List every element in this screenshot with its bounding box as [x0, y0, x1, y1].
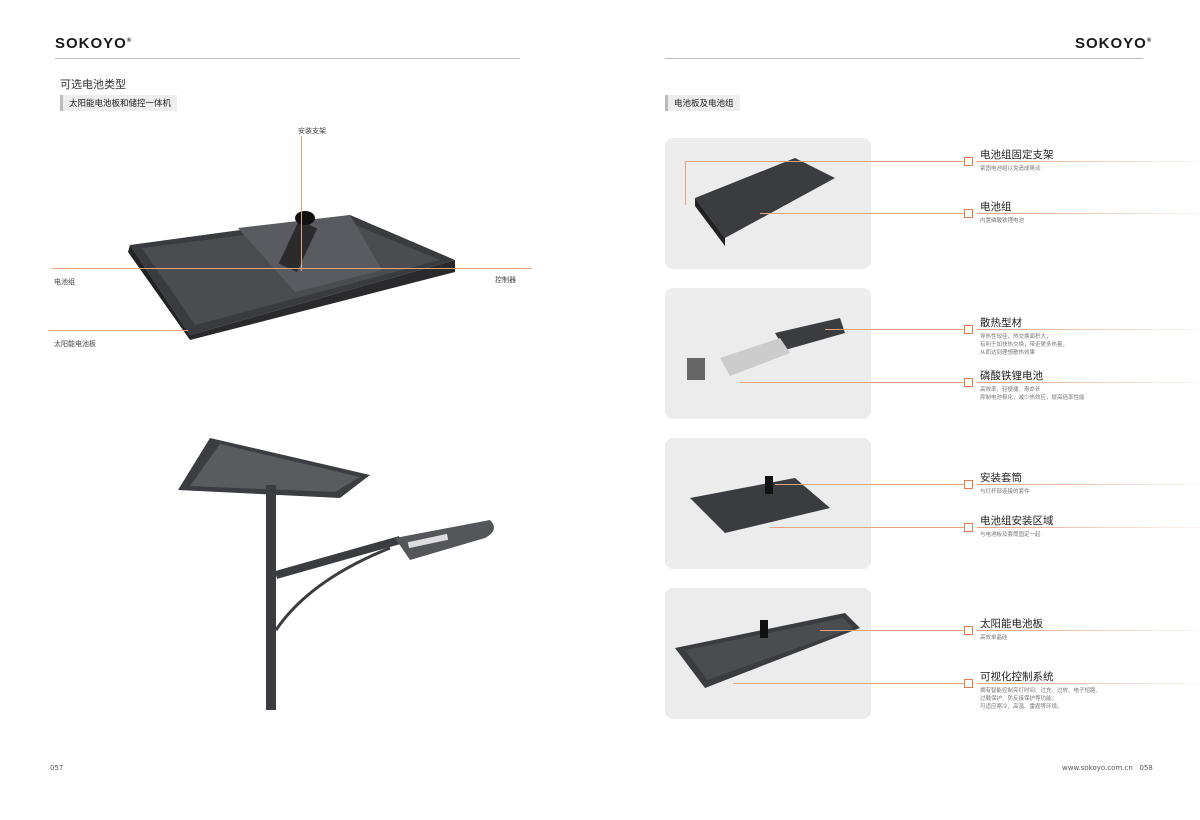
- callout-desc-line: 导热性较佳，热交换面积大，: [980, 334, 1052, 340]
- callout-rule: [977, 527, 1200, 528]
- callout-rule: [977, 484, 1200, 485]
- header-rule-right: [665, 58, 1143, 59]
- label-battery: 电池组: [54, 278, 75, 286]
- logo-text: SOKOYO: [55, 35, 127, 52]
- callout-leader: [775, 484, 968, 485]
- callout-desc-line: 过载保护、防反接保护等功能，: [980, 696, 1058, 702]
- leader-panel: [48, 330, 188, 331]
- callout-desc-line: 可适应寒冷、高温、雷霆等环境。: [980, 704, 1063, 710]
- section-title: 可选电池类型: [60, 78, 126, 91]
- callout-desc-line: 从而达到理想散热效果: [980, 350, 1036, 356]
- callout-rule: [977, 213, 1200, 214]
- callout-desc: 紧固电池组以免造成晃动: [980, 165, 1041, 173]
- page-number-right: 058: [1139, 764, 1153, 772]
- callout-desc-line: 高效率、轻便捷、寿命长: [980, 387, 1041, 393]
- callout-title: 散热型材: [980, 317, 1022, 329]
- brand-logo-right: SOKOYO®: [1075, 35, 1153, 52]
- callout-desc-line: 拥有智能控制亮灯时间、过充、过放、电子短路、: [980, 688, 1102, 694]
- callout-marker: [964, 378, 973, 387]
- callout-desc-line: 有利于加快热交换，带走更多热量，: [980, 342, 1069, 348]
- callout-marker: [964, 325, 973, 334]
- leader-battery: [52, 268, 532, 269]
- callout-rule: [977, 161, 1200, 162]
- callout-marker: [964, 626, 973, 635]
- integrated-unit-image: [128, 211, 455, 340]
- street-light-image: [178, 438, 494, 710]
- callout-title: 磷酸铁锂电池: [980, 370, 1043, 382]
- label-panel: 太阳能电池板: [54, 340, 96, 348]
- callout-title: 电池组固定支架: [980, 149, 1054, 161]
- callout-leader: [825, 329, 968, 330]
- callout-marker: [964, 157, 973, 166]
- callout-desc: 导热性较佳，热交换面积大， 有利于加快热交换，带走更多热量， 从而达到理想散热效果: [980, 333, 1068, 357]
- callout-desc: 内置磷酸铁锂电池: [980, 217, 1024, 225]
- card-battery-pack: [665, 138, 871, 269]
- callout-desc: 与灯杆部连接的套件: [980, 488, 1030, 496]
- callout-desc: 高效率、轻便捷、寿命长抑制电池极化，减少热效应，提高倍率性能: [980, 386, 1085, 402]
- callout-leader: [733, 683, 968, 684]
- callout-desc-line: 与电池板及套筒固定一起: [980, 532, 1041, 538]
- callout-marker: [964, 523, 973, 532]
- callout-title: 可视化控制系统: [980, 671, 1054, 683]
- section-tag-right: 电池板及电池组: [665, 95, 740, 111]
- leader-bracket: [301, 136, 302, 271]
- callout-leader: [685, 161, 968, 162]
- callout-rule: [977, 329, 1200, 330]
- callout-desc: 拥有智能控制亮灯时间、过充、过放、电子短路、过载保护、防反接保护等功能， 可适应寒…: [980, 687, 1101, 711]
- logo-text: SOKOYO: [1075, 35, 1147, 52]
- page-number-left: 057: [50, 764, 64, 772]
- callout-marker: [964, 480, 973, 489]
- callout-rule: [977, 630, 1200, 631]
- callout-desc: 高效单晶硅: [980, 634, 1008, 642]
- callout-title: 安装套筒: [980, 472, 1022, 484]
- callout-desc-line: 与灯杆部连接的套件: [980, 489, 1030, 495]
- callout-title: 电池组: [980, 201, 1012, 213]
- callout-desc-line: 高效单晶硅: [980, 635, 1008, 641]
- callout-desc-line: 内置磷酸铁锂电池: [980, 218, 1025, 224]
- callout-desc-line: 抑制电池极化，减少热效应，提高倍率性能: [980, 395, 1085, 401]
- card-solar-panel: [665, 588, 871, 719]
- header-rule: [55, 58, 520, 59]
- callout-leader: [820, 630, 968, 631]
- callout-leader: [740, 382, 968, 383]
- card-exploded-battery: [665, 288, 871, 419]
- callout-rule: [977, 382, 1200, 383]
- callout-title: 太阳能电池板: [980, 618, 1043, 630]
- callout-desc: 与电池板及套筒固定一起: [980, 531, 1041, 539]
- section-tag: 太阳能电池板和储控一体机: [60, 95, 178, 111]
- label-bracket: 安装支架: [298, 127, 326, 135]
- website[interactable]: www.sokoyo.com.cn: [1062, 764, 1133, 772]
- callout-rule: [977, 683, 1200, 684]
- callout-title: 电池组安装区域: [980, 515, 1054, 527]
- callout-leader: [770, 527, 968, 528]
- card-tray-unit: [665, 438, 871, 569]
- brand-logo-left: SOKOYO®: [55, 35, 133, 52]
- callout-leader: [760, 213, 968, 214]
- callout-marker: [964, 679, 973, 688]
- callout-desc-line: 紧固电池组以免造成晃动: [980, 166, 1041, 172]
- callout-leader-vertical: [685, 161, 686, 205]
- label-controller: 控制器: [495, 276, 516, 284]
- callout-marker: [964, 209, 973, 218]
